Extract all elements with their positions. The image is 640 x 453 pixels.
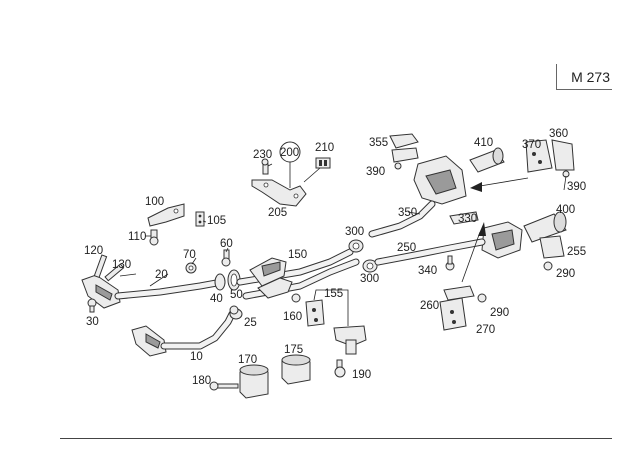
- bolt-110[interactable]: [149, 229, 159, 246]
- callout-105: 105: [207, 215, 226, 227]
- rubber-mount-175[interactable]: [281, 354, 311, 385]
- callout-410: 410: [474, 137, 493, 149]
- callout-290-lower: 290: [490, 307, 509, 319]
- callout-390-right: 390: [567, 181, 586, 193]
- callout-300-lower: 300: [360, 273, 379, 285]
- oxygen-sensor-120[interactable]: [93, 254, 108, 279]
- bolt-30[interactable]: [87, 298, 97, 313]
- callout-400: 400: [556, 204, 575, 216]
- callout-160: 160: [283, 311, 302, 323]
- intermediate-pipe-150[interactable]: [236, 248, 360, 300]
- bolt-190[interactable]: [334, 359, 346, 378]
- clamp-50[interactable]: [227, 269, 241, 291]
- callout-labels: 10 20 25 30 40 50 60 70 100 105 110 120 …: [84, 128, 586, 387]
- gasket-40[interactable]: [214, 273, 226, 291]
- bottom-rule: [60, 438, 612, 439]
- bolt-180[interactable]: [209, 381, 239, 391]
- oxygen-sensor-130[interactable]: [104, 263, 125, 282]
- front-catalytic-converter-right[interactable]: [131, 310, 236, 357]
- hanger-255[interactable]: [539, 235, 565, 259]
- bracket-200[interactable]: [251, 179, 307, 207]
- callout-40: 40: [210, 293, 223, 305]
- callout-190: 190: [352, 369, 371, 381]
- bolt-290-lower[interactable]: [477, 293, 487, 303]
- hanger-355[interactable]: [389, 133, 419, 149]
- hanger-bracket-155[interactable]: [333, 325, 367, 355]
- callout-390-left: 390: [366, 166, 385, 178]
- callout-255: 255: [567, 246, 586, 258]
- callout-210: 210: [315, 142, 334, 154]
- nut-70[interactable]: [185, 262, 197, 274]
- callout-60: 60: [220, 238, 233, 250]
- bracket-100[interactable]: [147, 203, 185, 227]
- hanger-bracket-260[interactable]: [443, 285, 475, 301]
- callout-50: 50: [230, 289, 243, 301]
- callout-110: 110: [128, 231, 146, 243]
- callout-25: 25: [244, 317, 257, 329]
- hanger-bracket-360[interactable]: [551, 139, 575, 178]
- tailpipe-400[interactable]: [523, 211, 567, 243]
- callout-340: 340: [418, 265, 437, 277]
- callout-350: 350: [398, 207, 417, 219]
- callout-360: 360: [549, 128, 568, 140]
- leader-lines: [119, 162, 567, 326]
- callout-150: 150: [288, 249, 307, 261]
- callout-200: 200: [280, 147, 299, 159]
- callout-170: 170: [238, 354, 257, 366]
- callout-30: 30: [86, 316, 99, 328]
- callout-130: 130: [112, 259, 131, 271]
- callout-10: 10: [190, 351, 203, 363]
- bolt-340[interactable]: [445, 255, 455, 271]
- callout-290-right: 290: [556, 268, 575, 280]
- callout-155: 155: [324, 288, 343, 300]
- rear-silencer-right-250[interactable]: [374, 221, 523, 266]
- bolt-230[interactable]: [261, 158, 269, 175]
- pointer-arrow-right: [478, 222, 486, 236]
- callout-100: 100: [145, 196, 164, 208]
- plate-105[interactable]: [195, 211, 205, 227]
- callout-70: 70: [183, 249, 196, 261]
- clamp-25b[interactable]: [291, 293, 301, 303]
- rubber-mount-170[interactable]: [239, 364, 269, 399]
- callout-250: 250: [397, 242, 416, 254]
- callout-230: 230: [253, 149, 272, 161]
- callout-205: 205: [268, 207, 287, 219]
- pointer-arrow-left: [470, 182, 482, 192]
- clamp-300-lower[interactable]: [362, 259, 378, 273]
- rubber-hanger-270[interactable]: [439, 297, 467, 331]
- nut-210[interactable]: [315, 157, 331, 169]
- callout-270: 270: [476, 324, 495, 336]
- bolt-60[interactable]: [221, 249, 231, 267]
- callout-355: 355: [369, 137, 388, 149]
- rubber-hanger-390-left[interactable]: [391, 147, 419, 170]
- rear-silencer-left-350[interactable]: [368, 155, 467, 238]
- tailpipe-410[interactable]: [469, 147, 505, 173]
- callout-175: 175: [284, 344, 303, 356]
- callout-260: 260: [420, 300, 439, 312]
- clamp-300-upper[interactable]: [348, 239, 364, 253]
- rubber-hanger-370[interactable]: [525, 139, 553, 173]
- callout-180: 180: [192, 375, 211, 387]
- model-code-label: M 273: [556, 64, 612, 90]
- front-catalytic-converter-left[interactable]: [81, 274, 226, 309]
- callout-330: 330: [458, 213, 477, 225]
- bolt-290-right[interactable]: [543, 261, 553, 271]
- callout-120: 120: [84, 245, 103, 257]
- clamp-25[interactable]: [229, 305, 243, 320]
- callout-300-upper: 300: [345, 226, 364, 238]
- bracket-330[interactable]: [449, 211, 479, 225]
- callout-370: 370: [522, 139, 541, 151]
- callout-20: 20: [155, 269, 168, 281]
- hanger-160[interactable]: [305, 299, 325, 327]
